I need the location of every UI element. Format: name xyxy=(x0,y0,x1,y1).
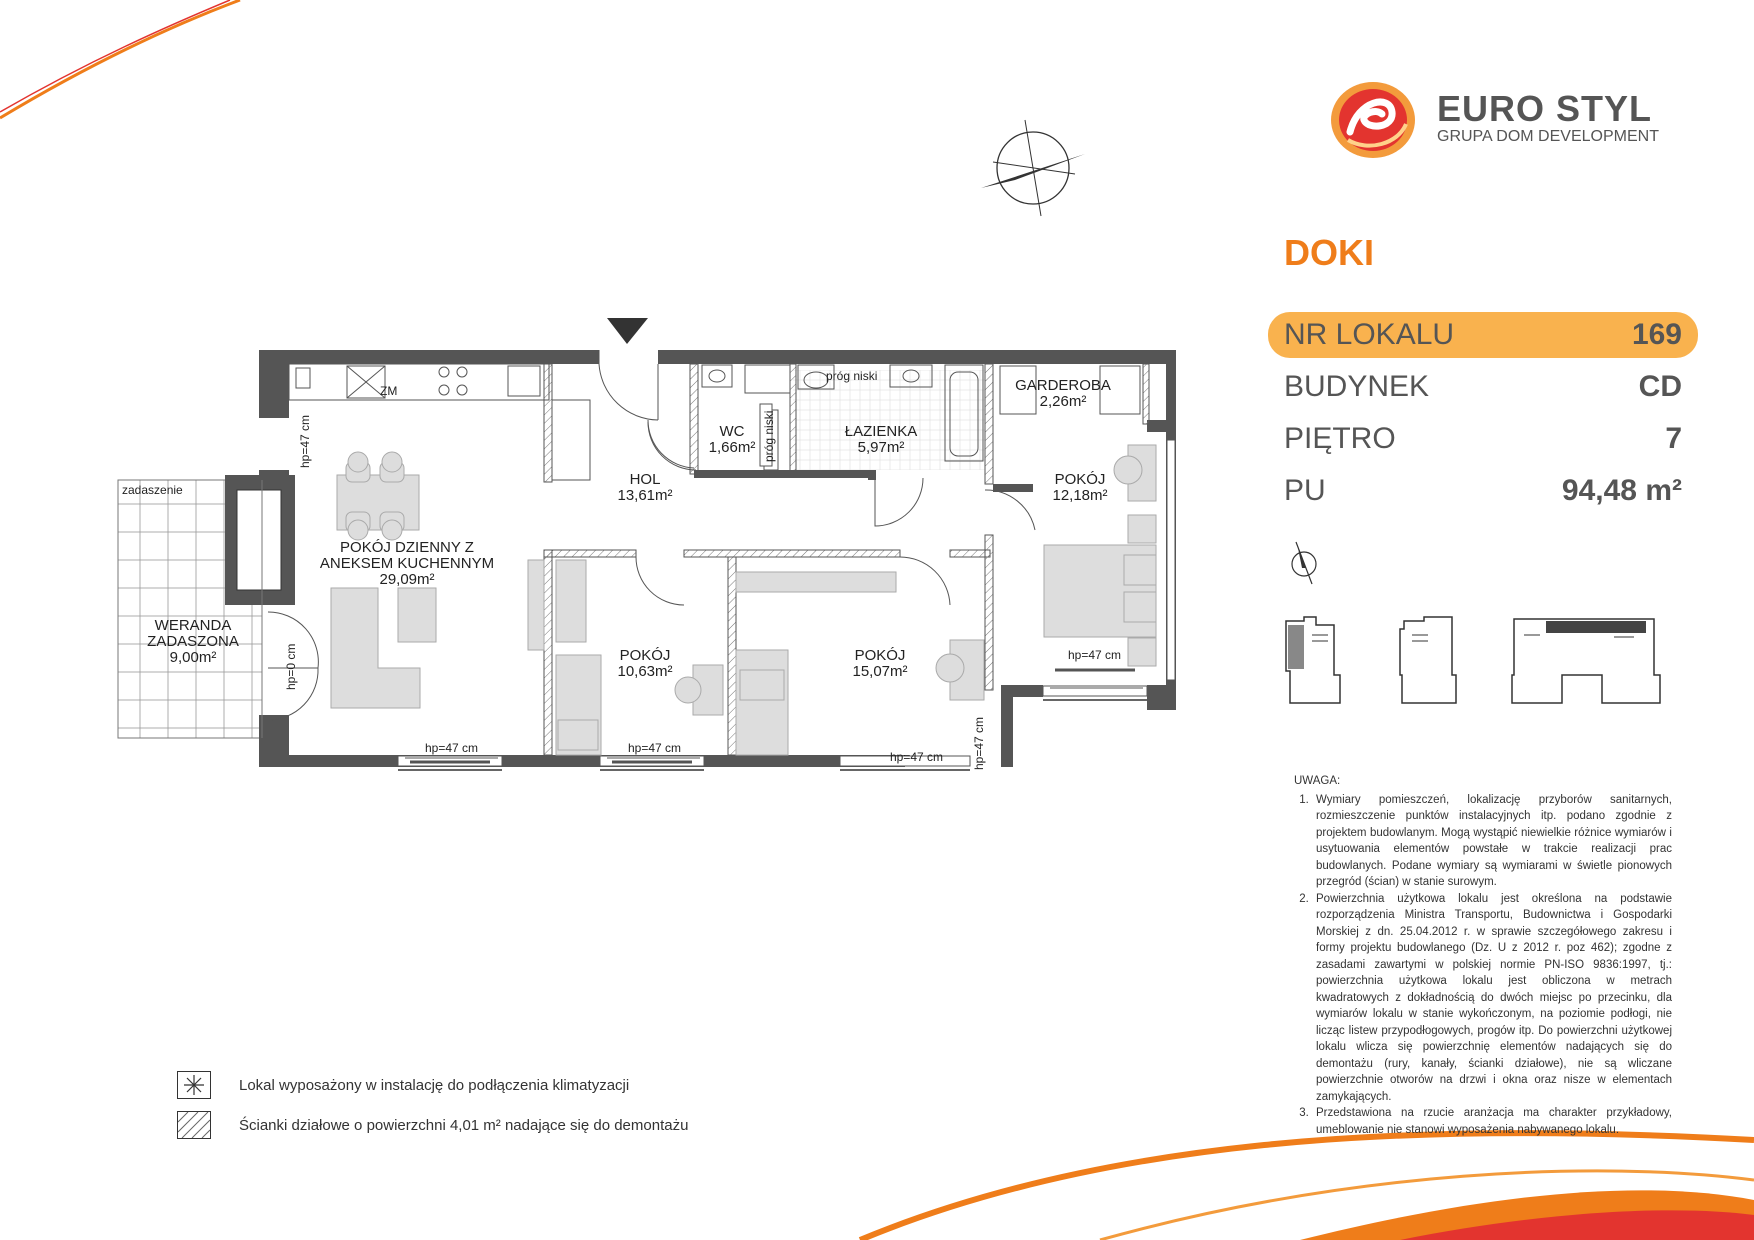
ac-icon xyxy=(177,1071,211,1099)
room-name: POKÓJ xyxy=(619,647,671,664)
info-value: 169 xyxy=(1631,318,1682,351)
room-area: 9,00m² xyxy=(169,649,217,666)
legend-hatch-text: Ścianki działowe o powierzchni 4,01 m² n… xyxy=(239,1117,689,1134)
info-row-unit: NR LOKALU 169 xyxy=(1268,312,1698,358)
room-bedroom-ne-label: POKÓJ 12,18m² xyxy=(1052,472,1107,504)
north-compass-icon xyxy=(981,119,1085,217)
room-name: WERANDA xyxy=(154,617,232,634)
room-name: ŁAZIENKA xyxy=(844,423,918,440)
meter-label: ZM xyxy=(380,384,398,398)
threshold-label-bathroom: próg niski xyxy=(826,369,878,383)
note-item: Powierzchnia użytkowa lokalu jest określ… xyxy=(1312,891,1672,1106)
project-title: DOKI xyxy=(1284,232,1374,273)
room-bathroom-label: ŁAZIENKA 5,97m² xyxy=(845,424,918,456)
info-label: BUDYNEK xyxy=(1284,370,1430,403)
room-area: 13,61m² xyxy=(617,487,673,504)
room-hall-label: HOL 13,61m² xyxy=(617,472,672,504)
brand-name: EURO STYL xyxy=(1437,88,1653,129)
note-item: Przedstawiona na rzucie aranżacja ma cha… xyxy=(1312,1105,1672,1138)
room-name: WC xyxy=(719,423,745,440)
window-height-label: hp=47 cm xyxy=(425,741,479,755)
room-name: POKÓJ xyxy=(1054,471,1106,488)
room-bedroom-se-label: POKÓJ 15,07m² xyxy=(852,648,907,680)
note-item: Wymiary pomieszczeń, lokalizację przybor… xyxy=(1312,792,1672,891)
door-height-label: hp=0 cm xyxy=(284,643,298,690)
info-row-building: BUDYNEK CD xyxy=(1268,364,1698,410)
hatch-icon xyxy=(177,1111,211,1139)
legend-ac-text: Lokal wyposażony w instalację do podłącz… xyxy=(239,1077,630,1094)
window-height-label-vertical: hp=47 cm xyxy=(972,716,986,770)
entrance-arrow xyxy=(607,318,648,344)
notes-block: UWAGA: Wymiary pomieszczeń, lokalizację … xyxy=(1294,773,1672,1138)
room-area: 5,97m² xyxy=(857,439,905,456)
window-height-label: hp=47 cm xyxy=(628,741,682,755)
canopy-label: zadaszenie xyxy=(122,483,183,497)
room-name: POKÓJ DZIENNY Z xyxy=(340,539,474,556)
room-area: 10,63m² xyxy=(617,663,673,680)
small-compass-icon xyxy=(1291,541,1317,585)
brand-subtitle: GRUPA DOM DEVELOPMENT xyxy=(1437,128,1659,145)
room-name: ANEKSEM KUCHENNYM xyxy=(319,555,495,572)
room-area: 2,26m² xyxy=(1039,393,1087,410)
room-name: ZADASZONA xyxy=(147,633,239,650)
info-row-area: PU 94,48 m² xyxy=(1268,468,1698,514)
room-name: POKÓJ xyxy=(854,647,906,664)
window-height-label-vertical: hp=47 cm xyxy=(298,414,312,468)
info-value: 94,48 m² xyxy=(1561,474,1682,507)
window-height-label: hp=47 cm xyxy=(890,750,944,764)
threshold-label-wc: próg niski xyxy=(762,410,776,462)
info-row-floor: PIĘTRO 7 xyxy=(1268,416,1698,462)
room-wardrobe-label: GARDEROBA 2,26m² xyxy=(1015,378,1111,410)
info-label: PU xyxy=(1284,474,1326,507)
room-name: GARDEROBA xyxy=(1015,377,1111,394)
room-bedroom-mid-label: POKÓJ 10,63m² xyxy=(617,648,672,680)
brand-logo-icon xyxy=(1331,82,1415,158)
info-value: 7 xyxy=(1665,422,1682,455)
sofa xyxy=(330,587,437,709)
room-veranda-label: WERANDA ZADASZONA 9,00m² xyxy=(147,618,239,666)
info-label: PIĘTRO xyxy=(1284,422,1396,455)
room-area: 29,09m² xyxy=(379,571,435,588)
info-label: NR LOKALU xyxy=(1284,318,1455,351)
room-wc-label: WC 1,66m² xyxy=(709,424,756,456)
window-height-label: hp=47 cm xyxy=(1068,648,1122,662)
info-value: CD xyxy=(1638,370,1682,403)
room-area: 15,07m² xyxy=(852,663,908,680)
room-area: 1,66m² xyxy=(708,439,756,456)
room-living-label: POKÓJ DZIENNY Z ANEKSEM KUCHENNYM 29,09m… xyxy=(320,540,494,588)
room-name: HOL xyxy=(629,471,661,488)
room-area: 12,18m² xyxy=(1052,487,1108,504)
building-key-plan xyxy=(1285,616,1661,704)
notes-heading: UWAGA: xyxy=(1294,775,1341,787)
